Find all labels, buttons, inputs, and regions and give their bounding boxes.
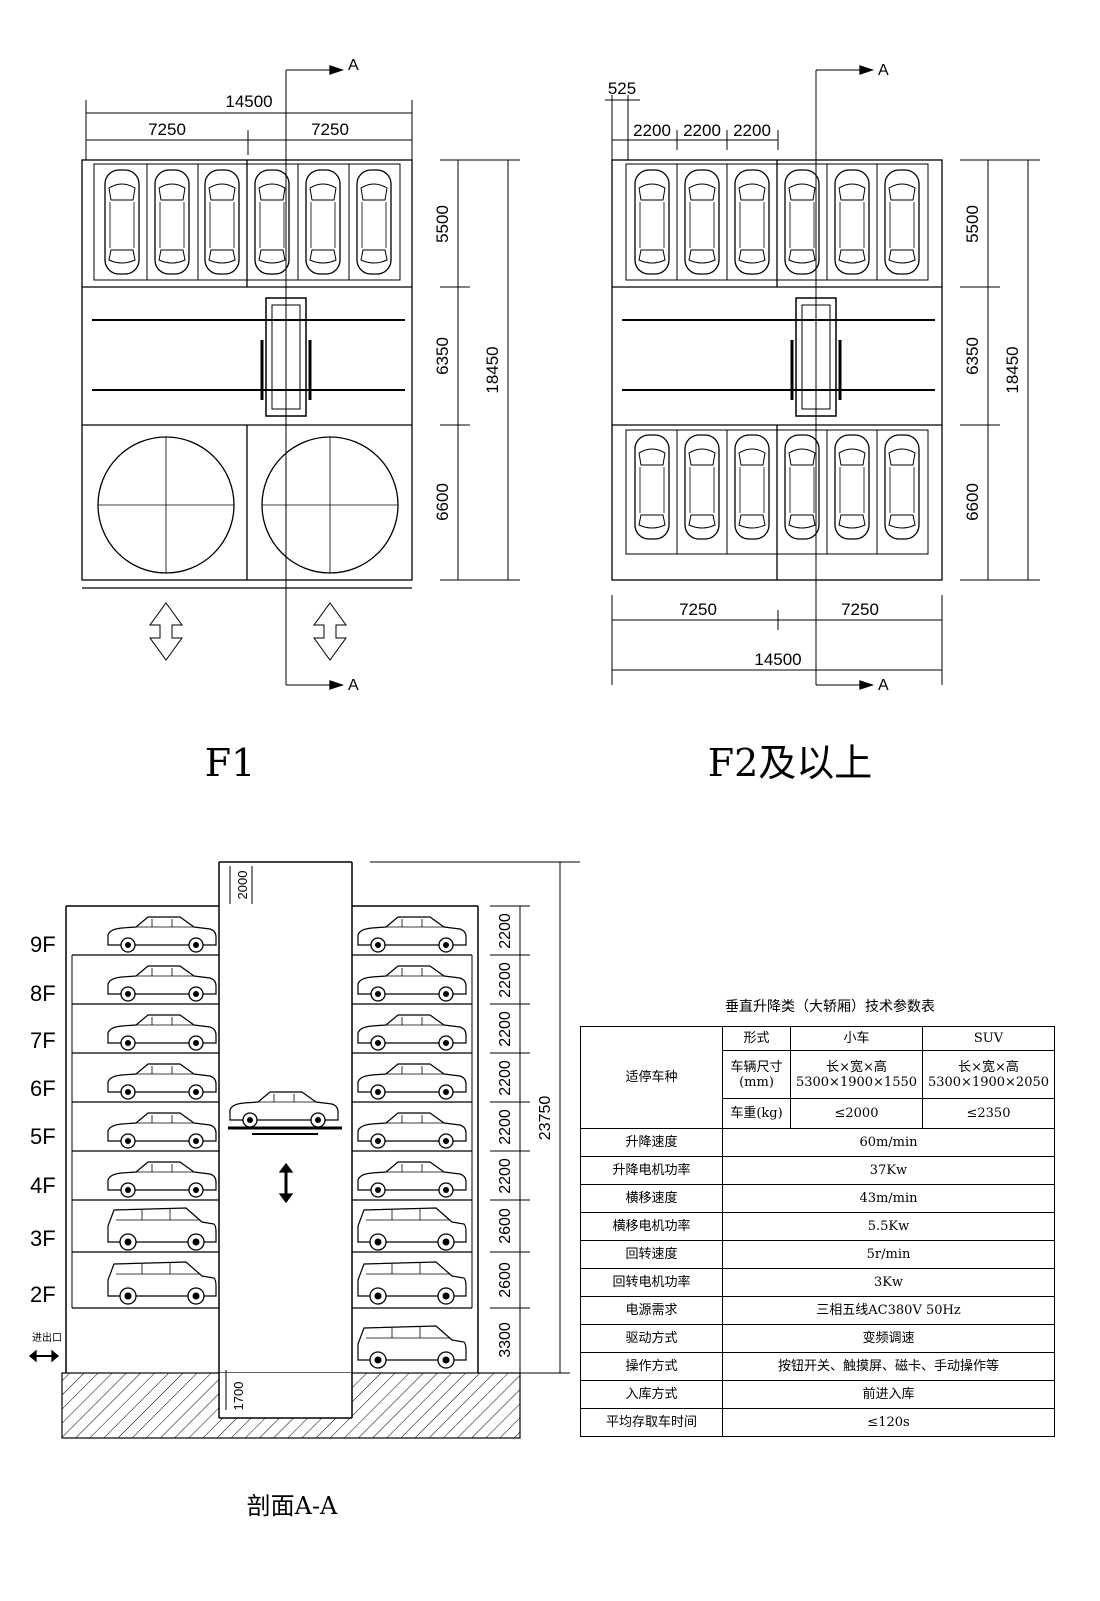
f1-dim-total-depth: 18450 [483, 346, 502, 393]
f1-section-marker-bottom: A [348, 677, 359, 694]
spec-label: 回转速度 [580, 1240, 723, 1269]
spec-value: 37Kw [722, 1156, 1055, 1185]
size-field-unit: (mm) [739, 1074, 774, 1090]
f2-dim-half-right: 7250 [841, 600, 879, 619]
spec-label: 横移速度 [580, 1184, 723, 1213]
spec-value: ≤120s [722, 1408, 1055, 1437]
height-dim-5f: 2200 [497, 1109, 514, 1145]
section-caption: 剖面A-A [247, 1492, 338, 1520]
size-field-label: 车辆尺寸 [730, 1059, 783, 1075]
section-cars-left [107, 916, 217, 1305]
spec-value: 按钮开关、触摸屏、磁卡、手动操作等 [722, 1352, 1055, 1381]
spec-value: 43m/min [722, 1184, 1055, 1213]
floor-label-5f: 5F [30, 1124, 56, 1149]
small-weight-value: ≤2000 [790, 1098, 923, 1129]
f2-caption: F2及以上 [708, 741, 873, 785]
small-size-value: 5300×1900×1550 [795, 1074, 918, 1090]
f2-floor-plan [605, 65, 1040, 690]
spec-value: 60m/min [722, 1128, 1055, 1157]
f2-dim-row-top: 5500 [963, 205, 982, 243]
spec-value: 5r/min [722, 1240, 1055, 1269]
form-label: 形式 [722, 1026, 791, 1051]
section-cars-right [357, 916, 467, 1369]
floor-label-9f: 9F [30, 932, 56, 957]
f2-dim-bay-1: 2200 [633, 121, 671, 140]
spec-label: 横移电机功率 [580, 1212, 723, 1241]
spec-label: 操作方式 [580, 1352, 723, 1381]
f1-dim-row-top: 5500 [433, 205, 452, 243]
vehicle-type-label: 适停车种 [580, 1026, 723, 1129]
pit-top-dim: 2000 [235, 871, 250, 900]
suv-size-cell: 长×宽×高 5300×1900×2050 [922, 1050, 1055, 1099]
height-dim-7f: 2200 [497, 1011, 514, 1047]
floor-label-4f: 4F [30, 1173, 56, 1198]
height-dim-3f: 2600 [497, 1208, 514, 1244]
weight-field-label: 车重(kg) [722, 1098, 791, 1129]
spec-table: 适停车种 形式 小车 SUV 车辆尺寸 (mm) 长×宽×高 5300×1900… [580, 1026, 1055, 1437]
height-dim-8f: 2200 [497, 962, 514, 998]
floor-label-2f: 2F [30, 1282, 56, 1307]
suv-header: SUV [922, 1026, 1055, 1051]
f2-dim-bay-3: 2200 [733, 121, 771, 140]
f2-dim-total-depth: 18450 [1003, 346, 1022, 393]
f1-dim-half-left: 7250 [148, 120, 186, 139]
f1-floor-plan [81, 65, 520, 690]
spec-value: 三相五线AC380V 50Hz [722, 1296, 1055, 1325]
spec-label: 升降电机功率 [580, 1156, 723, 1185]
f2-dim-row-mid: 6350 [963, 337, 982, 375]
spec-label: 入库方式 [580, 1380, 723, 1409]
f2-section-marker-top: A [878, 62, 889, 79]
spec-label: 驱动方式 [580, 1324, 723, 1353]
f1-dim-row-bottom: 6600 [433, 483, 452, 521]
small-size-cell: 长×宽×高 5300×1900×1550 [790, 1050, 923, 1099]
height-dim-9f: 2200 [497, 913, 514, 949]
suv-size-value: 5300×1900×2050 [927, 1074, 1050, 1090]
suv-weight-value: ≤2350 [922, 1098, 1055, 1129]
f2-dim-bay-2: 2200 [683, 121, 721, 140]
height-dim-1f: 3300 [497, 1322, 514, 1358]
f2-dim-offset: 525 [608, 79, 636, 98]
f2-dim-half-left: 7250 [679, 600, 717, 619]
f1-car-row [104, 169, 392, 275]
small-size-caption: 长×宽×高 [826, 1059, 887, 1075]
small-car-header: 小车 [790, 1026, 923, 1051]
size-field-cell: 车辆尺寸 (mm) [722, 1050, 791, 1099]
spec-label: 电源需求 [580, 1296, 723, 1325]
spec-table-title: 垂直升降类（大轿厢）技术参数表 [725, 999, 935, 1015]
floor-label-6f: 6F [30, 1076, 56, 1101]
f1-dim-half-right: 7250 [311, 120, 349, 139]
spec-value: 变频调速 [722, 1324, 1055, 1353]
entrance-label: 进出口 [32, 1331, 62, 1344]
spec-label: 升降速度 [580, 1128, 723, 1157]
spec-label: 回转电机功率 [580, 1268, 723, 1297]
f1-dim-total-width: 14500 [225, 92, 272, 111]
f1-section-marker-top: A [348, 57, 359, 74]
floor-label-8f: 8F [30, 981, 56, 1006]
height-dim-4f: 2200 [497, 1158, 514, 1194]
f1-dim-row-mid: 6350 [433, 337, 452, 375]
pit-bottom-dim: 1700 [231, 1382, 246, 1411]
height-dim-6f: 2200 [497, 1060, 514, 1096]
spec-value: 前进入库 [722, 1380, 1055, 1409]
f1-caption: F1 [205, 741, 256, 785]
height-dim-2f: 2600 [497, 1262, 514, 1298]
f2-dim-row-bottom: 6600 [963, 483, 982, 521]
spec-label: 平均存取车时间 [580, 1408, 723, 1437]
f2-section-marker-bottom: A [878, 677, 889, 694]
suv-size-caption: 长×宽×高 [958, 1059, 1019, 1075]
floor-label-7f: 7F [30, 1028, 56, 1053]
lift-car [229, 1091, 339, 1128]
height-dim-total: 23750 [537, 1096, 554, 1141]
spec-value: 3Kw [722, 1268, 1055, 1297]
section-a-a [28, 861, 580, 1439]
f2-dim-total-width: 14500 [754, 650, 801, 669]
floor-label-3f: 3F [30, 1226, 56, 1251]
spec-value: 5.5Kw [722, 1212, 1055, 1241]
